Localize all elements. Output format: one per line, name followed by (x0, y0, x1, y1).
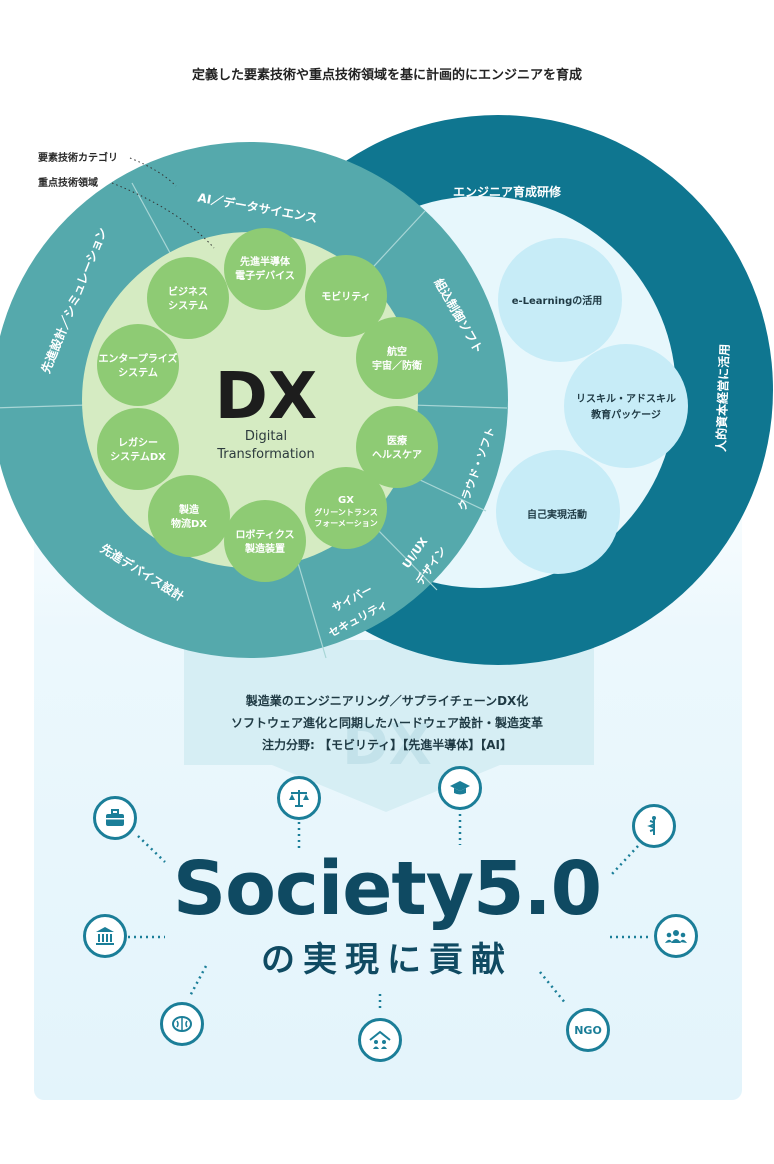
icon-connectors (128, 808, 650, 1012)
focus-semiconductor-1: 先進半導体 (240, 255, 291, 268)
focus-gx-1: GX (338, 495, 354, 506)
focus-gx-3: フォーメーション (314, 519, 378, 528)
focus-semiconductor-2: 電子デバイス (235, 269, 295, 282)
annotation-focus: 重点技術領域 (38, 178, 98, 189)
dx-summary-line-3: 注力分野: 【モビリティ】【先進半導体】【AI】 (261, 738, 512, 752)
dx-summary: 製造業のエンジニアリング／サプライチェーンDX化 ソフトウェア進化と同期したハー… (0, 690, 774, 756)
focus-circles (97, 228, 438, 582)
focus-robotics-1: ロボティクス (235, 528, 294, 541)
training-bubble-1 (498, 238, 622, 362)
focus-aero-1: 航空 (387, 345, 407, 358)
brain-icon (160, 1002, 204, 1046)
annotation-category: 要素技術カテゴリ (38, 153, 118, 164)
society-subtitle: の実現に貢献 (261, 940, 513, 980)
dx-big: DX (215, 360, 317, 434)
training-title: エンジニア育成研修 (453, 184, 562, 199)
training-bubble-2 (564, 344, 688, 468)
training-bubble-3 (496, 450, 620, 574)
page-title: 定義した要素技術や重点技術領域を基に計画的にエンジニアを育成 (191, 68, 582, 83)
graduation-cap-icon (438, 766, 482, 810)
dx-arrow-box (184, 640, 594, 812)
focus-gx-2: グリーントランス (314, 507, 377, 517)
ngo-label: NGO (574, 1023, 602, 1037)
dx-summary-line-1: 製造業のエンジニアリング／サプライチェーンDX化 (245, 694, 529, 708)
focus-enterprise-2: システム (118, 367, 158, 379)
dx-line2: Transformation (216, 447, 315, 462)
annotation-leader-category (129, 157, 177, 187)
focus-business-1: ビジネス (168, 285, 208, 298)
focus-medical-1: 医療 (387, 434, 407, 447)
scales-icon (277, 776, 321, 820)
training-side-label: 人的資本経営に活用 (713, 344, 732, 452)
focus-logistics-2: 物流DX (171, 517, 207, 530)
focus-enterprise-1: エンタープライズ (98, 352, 177, 365)
training-item-1: e-Learningの活用 (512, 294, 603, 307)
focus-medical-2: ヘルスケア (372, 449, 422, 461)
home-family-icon (358, 1018, 402, 1062)
dx-watermark: DX (342, 713, 432, 778)
focus-legacy-1: レガシー (118, 436, 158, 449)
focus-business-2: システム (168, 300, 208, 312)
caduceus-icon (632, 804, 676, 848)
people-group-icon (654, 914, 698, 958)
focus-legacy-2: システムDX (110, 451, 166, 463)
focus-logistics-1: 製造 (178, 503, 200, 516)
briefcase-icon (93, 796, 137, 840)
focus-mobility: モビリティ (321, 290, 370, 303)
training-item-3: 自己実現活動 (527, 508, 587, 521)
ngo-icon: NGO (566, 1008, 610, 1052)
focus-robotics-2: 製造装置 (244, 542, 285, 555)
dx-summary-line-2: ソフトウェア進化と同期したハードウェア設計・製造変革 (230, 716, 543, 730)
training-item-2-line1: リスキル・アドスキル (576, 393, 676, 405)
focus-aero-2: 宇宙／防衛 (372, 359, 422, 372)
training-item-2-line2: 教育パッケージ (590, 408, 661, 421)
dx-line1: Digital (245, 429, 287, 444)
government-building-icon (83, 914, 127, 958)
focus-labels: 先進半導体 電子デバイス モビリティ 航空 宇宙／防衛 医療 ヘルスケア GX … (98, 255, 422, 555)
society-title: Society5.0 (172, 846, 602, 932)
